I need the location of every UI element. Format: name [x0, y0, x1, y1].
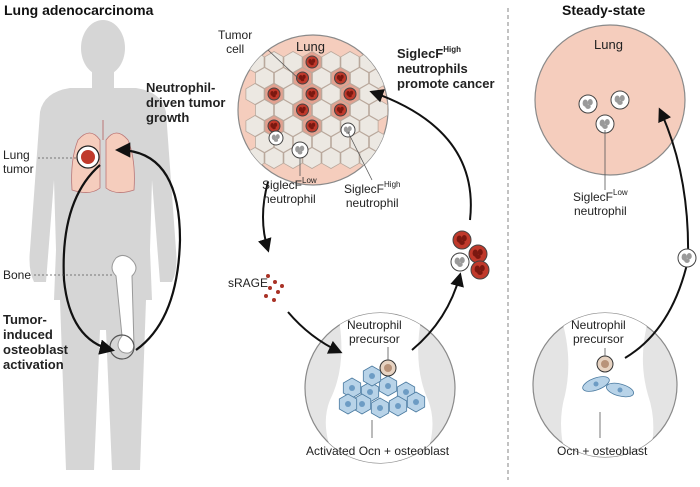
lung-circle-right [534, 24, 686, 176]
bone-label: Bone [3, 268, 32, 282]
siglecf-low-neutrophils-right [578, 90, 630, 134]
tumor-cell-icon [321, 115, 341, 137]
tumor-cell-icon [245, 115, 265, 137]
ocn-osteoblast-label: Ocn + osteoblast [557, 444, 648, 458]
osteoblast-icon [605, 382, 635, 398]
siglecf-high-neutrophil-icon [296, 103, 309, 117]
tumor-cell-icon [264, 51, 284, 73]
neutrophil-precursor-right-icon [596, 355, 614, 373]
siglecf-high-neutrophil-icon [305, 119, 319, 133]
tumor-cell-icon [283, 51, 303, 73]
siglecf-high-neutrophil-icon [334, 71, 347, 85]
osteoblast-icon [406, 391, 426, 413]
siglecf-high-neutrophil-cluster [450, 230, 490, 280]
activated-ocn-osteoblast-label: Activated Ocn + osteoblast [306, 444, 450, 458]
circulating-neutrophil-icon [677, 248, 697, 268]
bone-to-neutrophils-arrow [411, 272, 464, 351]
tumor-cell-icon [340, 51, 360, 73]
tumor-cell-icon [321, 51, 341, 73]
tumor-cell-icon [274, 99, 293, 121]
tumor-cell-icon [255, 99, 274, 121]
siglecf-high-neutrophil-icon [343, 87, 357, 101]
tumor-cell-icon [350, 99, 369, 121]
tumor-cell-icon [312, 131, 331, 153]
siglecf-low-neutrophil-icon [268, 130, 284, 146]
title-steady-state: Steady-state [562, 2, 646, 18]
siglecf-low-neutrophil-icon [291, 141, 309, 159]
tumor-growth-arrow [62, 164, 115, 355]
tumor-cell-icon [312, 99, 331, 121]
tumor-induced-activation-label: Tumor- induced osteoblast activation [3, 312, 69, 372]
siglecf-high-neutrophil-icon [468, 244, 488, 264]
tumor-cell-icon [350, 67, 369, 89]
tumor-cell-icon [245, 83, 265, 105]
title-lung-adenocarcinoma: Lung adenocarcinoma [4, 2, 154, 18]
tumor-cell-icon [369, 99, 388, 121]
siglecf-high-neutrophil-icon [305, 87, 319, 101]
tumor-cell-icon [340, 147, 360, 169]
siglecf-high-neutrophil-icon [452, 230, 472, 250]
siglecf-high-neutrophil-icon [267, 119, 281, 133]
siglecf-low-neutrophil-icon [677, 248, 697, 268]
lung-label-right: Lung [594, 37, 623, 52]
tumor-cell-icon [255, 67, 274, 89]
osteoblast-icon [338, 393, 358, 415]
siglecf-high-neutrophil-icon [296, 71, 309, 85]
osteoblast-icon [388, 395, 408, 417]
tumor-cell-icon [283, 83, 303, 105]
srage-dots [264, 274, 284, 302]
siglecf-low-neutrophil-icon [340, 122, 356, 138]
tumor-cell-icon [321, 147, 341, 169]
lung-to-bone-arrow [257, 181, 272, 253]
siglecf-low-neutrophil-icon [450, 252, 470, 272]
lung-label-left: Lung [296, 39, 325, 54]
tumor-cell-icon [312, 67, 331, 89]
osteoblast-to-tumor-arrow [114, 142, 182, 351]
neutrophil-driven-growth-label: Neutrophil- driven tumor growth [146, 80, 226, 125]
tumor-tissue [245, 51, 388, 169]
tumor-cell-icon [359, 115, 379, 137]
siglecf-high-neutrophil-icon [334, 103, 347, 117]
siglecf-high-neutrophil-icon [470, 260, 490, 280]
siglecf-high-promote-label: SiglecFHigh neutrophils promote cancer [397, 45, 495, 92]
siglecf-high-neutrophil-icon [267, 87, 281, 101]
tumor-cell-icon [283, 115, 303, 137]
srage-to-bone-arrow [287, 311, 343, 354]
lung-tumor-icon [76, 145, 100, 169]
tumor-cell-icon [264, 147, 284, 169]
osteoblast-icon [370, 397, 390, 419]
siglecf-low-neutrophil-icon [610, 90, 630, 110]
neutrophil-precursor-left-icon [379, 359, 397, 377]
tumor-cell-icon [321, 83, 341, 105]
srage-label: sRAGE [228, 276, 269, 290]
siglecf-low-neutrophil-icon [578, 94, 598, 114]
neutrophils-to-lung-arrow [369, 89, 472, 221]
osteoblast-icon [582, 376, 610, 392]
siglecf-high-neutrophil-icon [305, 55, 319, 69]
human-body-icon [29, 20, 177, 470]
osteoblast-icon [342, 377, 362, 399]
